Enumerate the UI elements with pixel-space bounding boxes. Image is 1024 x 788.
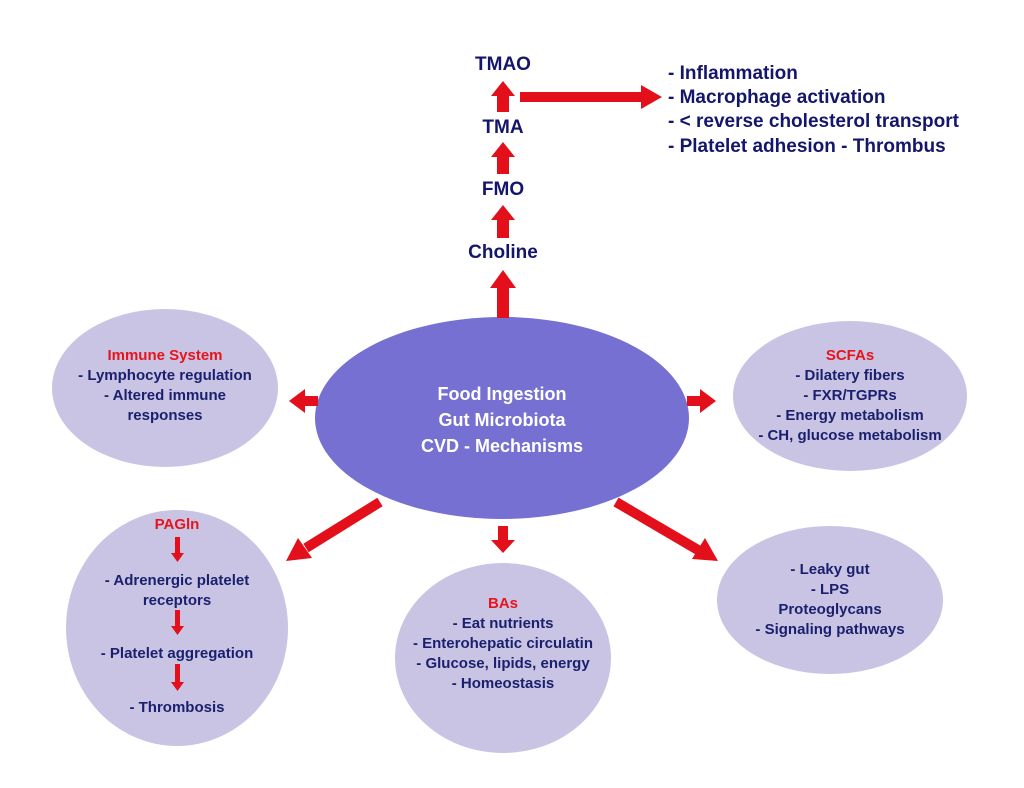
- immune-line-1: - Lymphocyte regulation: [78, 367, 252, 384]
- tmao-effect-4: - Platelet adhesion - Thrombus: [668, 136, 946, 157]
- pagln-arrow-3: [171, 664, 184, 691]
- arrow-tmao-to-effects: [520, 85, 662, 109]
- bas-text: BAs - Eat nutrients - Enterohepatic circ…: [393, 594, 613, 694]
- pagln-arrow-1: [171, 537, 184, 562]
- bas-title: BAs: [487, 595, 518, 612]
- arrow-center-to-choline: [490, 270, 516, 318]
- fmo-label: FMO: [481, 179, 525, 200]
- immune-line-2: - Altered immune: [104, 387, 226, 404]
- arrow-choline-to-fmo: [491, 205, 515, 238]
- arrow-tma-to-tmao: [491, 81, 515, 112]
- bas-line-3: - Glucose, lipids, energy: [416, 655, 590, 672]
- arrow-center-to-pagln-shaft: [303, 497, 383, 553]
- pagln-title-box: PAGln: [77, 515, 277, 535]
- leaky-line-2: - LPS: [810, 581, 850, 598]
- immune-ellipse: [52, 309, 278, 467]
- bas-line-2: - Enterohepatic circulatin: [412, 635, 594, 652]
- leaky-line-1: - Leaky gut: [790, 561, 870, 578]
- immune-text: Immune System - Lymphocyte regulation - …: [55, 346, 275, 426]
- scfas-line-3: - Energy metabolism: [776, 407, 924, 424]
- pagln-step-3-line: - Thrombosis: [129, 699, 225, 716]
- pagln-step-2-line: - Platelet aggregation: [100, 645, 254, 662]
- tmao-label: TMAO: [475, 54, 531, 75]
- choline-label: Choline: [468, 242, 538, 263]
- tmao-effect-3: - < reverse cholesterol transport: [668, 111, 959, 132]
- center-line-3: CVD - Mechanisms: [420, 436, 584, 456]
- arrow-fmo-to-tma: [491, 142, 515, 174]
- arrow-center-to-immune: [289, 389, 318, 413]
- center-line-1: Food Ingestion: [437, 384, 567, 404]
- arrow-center-to-scfas: [687, 389, 716, 413]
- arrow-center-to-leaky-head: [692, 538, 718, 561]
- scfas-line-2: - FXR/TGPRs: [803, 387, 897, 404]
- immune-line-3: responses: [127, 407, 203, 424]
- scfas-title: SCFAs: [825, 347, 875, 364]
- arrow-center-to-leaky-shaft: [613, 497, 701, 555]
- leaky-line-4: - Signaling pathways: [755, 621, 905, 638]
- immune-title: Immune System: [107, 347, 223, 364]
- tmao-effect-1: - Inflammation: [668, 63, 798, 84]
- center-text: Food Ingestion Gut Microbiota CVD - Mech…: [352, 381, 652, 459]
- scfas-ellipse: [733, 321, 967, 471]
- tma-label: TMA: [482, 117, 524, 138]
- arrow-center-to-bas: [491, 526, 515, 553]
- bas-ellipse: [395, 563, 611, 753]
- pagln-arrow-2: [171, 610, 184, 635]
- scfas-line-4: - CH, glucose metabolism: [758, 427, 942, 444]
- leaky-ellipse: [717, 526, 943, 674]
- leaky-text: - Leaky gut - LPS Proteoglycans - Signal…: [720, 560, 940, 640]
- scfas-line-1: - Dilatery fibers: [795, 367, 905, 384]
- pagln-step-3: - Thrombosis: [72, 698, 282, 718]
- tmao-effect-2: - Macrophage activation: [668, 87, 886, 108]
- scfas-text: SCFAs - Dilatery fibers - FXR/TGPRs - En…: [735, 346, 965, 446]
- pagln-step-1-line-2: receptors: [142, 592, 212, 609]
- bas-line-1: - Eat nutrients: [452, 615, 554, 632]
- bas-line-4: - Homeostasis: [451, 675, 555, 692]
- pagln-title: PAGln: [154, 516, 200, 533]
- center-line-2: Gut Microbiota: [438, 410, 566, 430]
- leaky-line-3: Proteoglycans: [778, 601, 882, 618]
- pagln-step-1-line-1: - Adrenergic platelet: [104, 572, 250, 589]
- pagln-step-1: - Adrenergic platelet receptors: [72, 571, 282, 611]
- arrow-center-to-pagln-head: [286, 538, 312, 561]
- center-ellipse: [315, 317, 689, 519]
- pagln-step-2: - Platelet aggregation: [72, 644, 282, 664]
